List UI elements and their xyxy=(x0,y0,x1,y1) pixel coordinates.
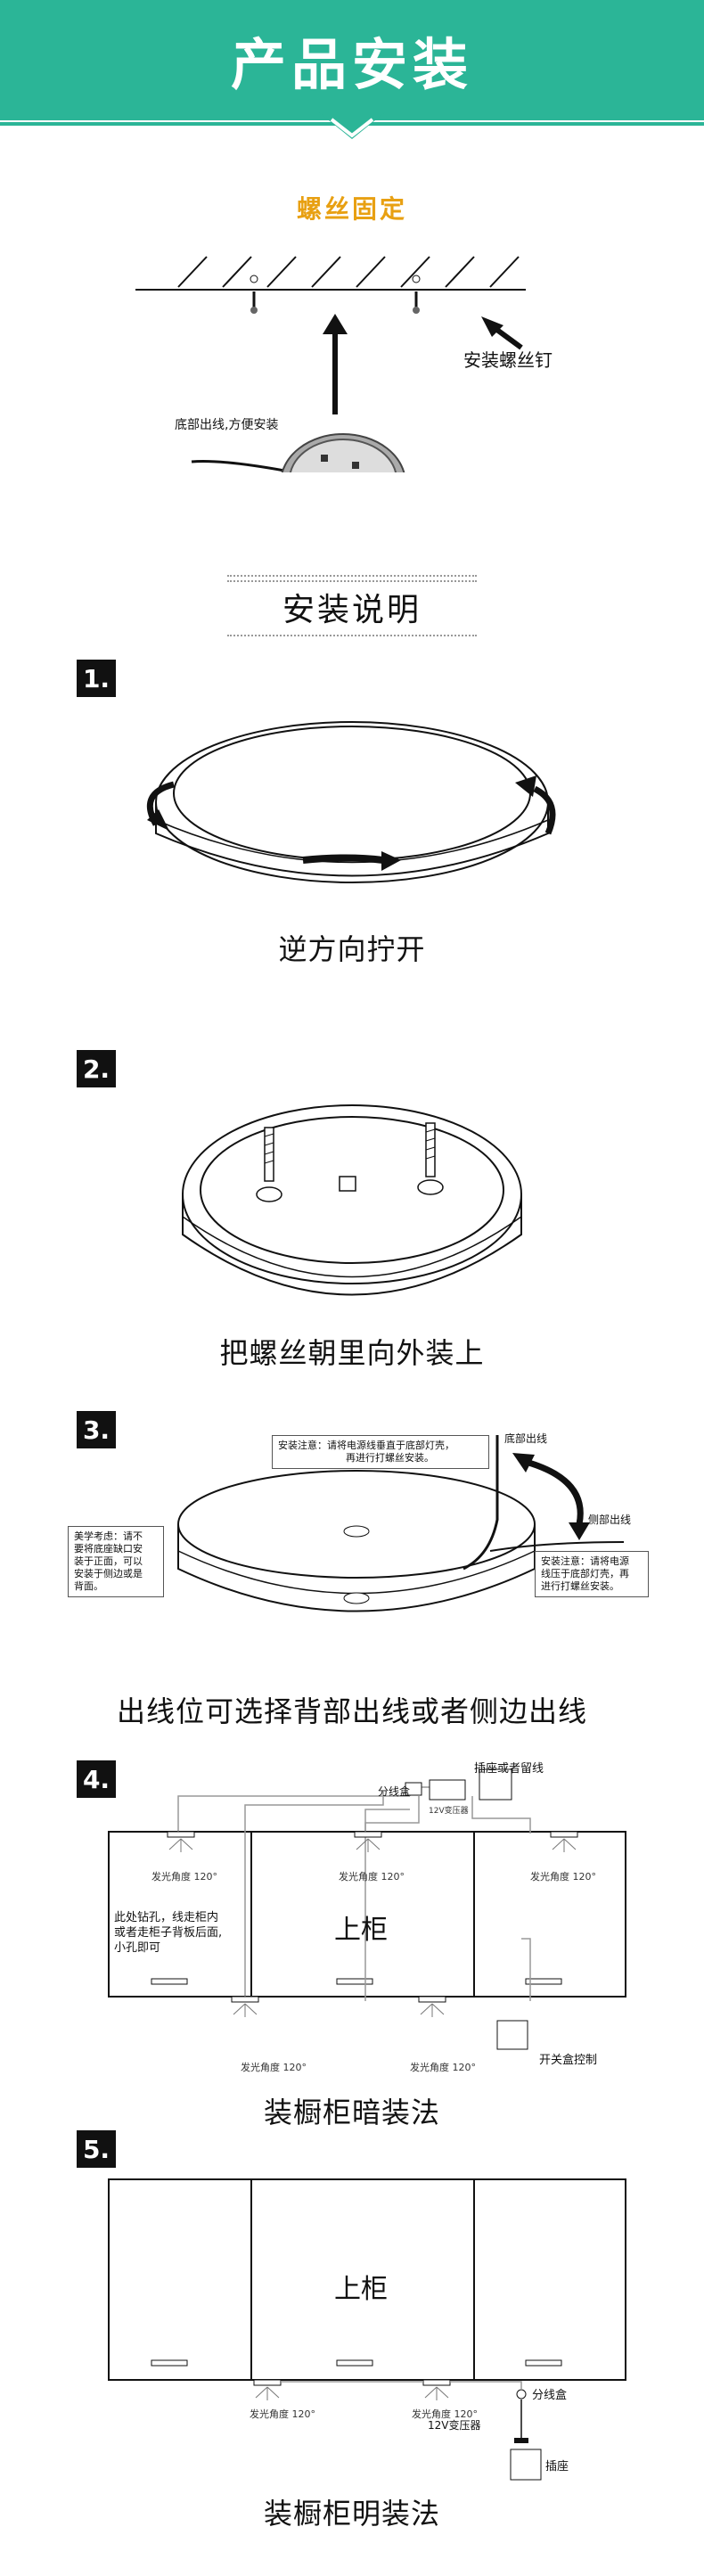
cabinet-label: 上柜 xyxy=(334,1915,388,1946)
screw-icon xyxy=(412,275,421,314)
angle-label: 发光角度 120° xyxy=(410,2062,476,2073)
divider xyxy=(227,575,477,577)
step-number: 3. xyxy=(77,1411,116,1448)
step-caption: 把螺丝朝里向外装上 xyxy=(219,1336,485,1370)
step-number: 5. xyxy=(77,2130,116,2168)
screw-icon xyxy=(250,275,258,314)
bottom-outlet-label: 底部出线,方便安装 xyxy=(175,418,279,432)
transformer-label: 12V变压器 xyxy=(429,1807,469,1816)
angle-label: 发光角度 120° xyxy=(250,2408,315,2420)
transformer-label: 12V变压器 xyxy=(428,2419,481,2432)
step-number: 2. xyxy=(77,1050,116,1087)
install-screw-label: 安装螺丝钉 xyxy=(463,349,553,371)
step4-diagram xyxy=(108,1768,626,2050)
bottom-outlet-label: 底部出线 xyxy=(504,1432,548,1445)
side-outlet-label: 侧部出线 xyxy=(588,1514,632,1526)
angle-label: 发光角度 120° xyxy=(151,1871,217,1883)
aesthetic-note: 美学考虑：请不 要将底座缺口安 装于正面，可以 安装于侧边或是 背面。 xyxy=(68,1526,164,1597)
side-install-note: 安装注意：请将电源 线压于底部灯壳，再 进行打螺丝安装。 xyxy=(535,1551,649,1597)
step-caption: 装橱柜暗装法 xyxy=(263,2096,440,2129)
divider xyxy=(227,635,477,636)
angle-label: 发光角度 120° xyxy=(241,2062,307,2073)
step5-diagram xyxy=(108,2178,626,2481)
socket-label: 插座或者留线 xyxy=(474,1762,544,1776)
step1-diagram xyxy=(146,721,556,883)
install-guide-title: 安装说明 xyxy=(282,592,422,628)
angle-label: 发光角度 120° xyxy=(412,2408,478,2420)
screw-fixing-diagram xyxy=(135,256,526,472)
drill-note: 此处钻孔，线走柜内 或者走柜子背板后面, 小孔即可 xyxy=(114,1911,223,1955)
socket-label: 插座 xyxy=(545,2460,569,2473)
divider xyxy=(227,580,477,582)
step-caption: 出线位可选择背部出线或者侧边出线 xyxy=(116,1694,587,1728)
header-banner xyxy=(0,0,704,120)
page-title: 产品安装 xyxy=(230,32,473,97)
chevron-down-icon xyxy=(319,112,385,139)
screw-fixing-title: 螺丝固定 xyxy=(296,194,407,224)
angle-label: 发光角度 120° xyxy=(339,1871,405,1883)
switch-box-label: 开关盒控制 xyxy=(539,2054,598,2067)
step-caption: 装橱柜明装法 xyxy=(263,2497,440,2531)
step3-diagram xyxy=(177,1435,625,1612)
cabinet-label: 上柜 xyxy=(334,2274,388,2305)
step-number: 1. xyxy=(77,660,116,697)
step2-diagram xyxy=(182,1104,522,1296)
install-note-top: 安装注意：请将电源线垂直于底部灯壳， 再进行打螺丝安装。 xyxy=(272,1435,489,1469)
step-caption: 逆方向拧开 xyxy=(278,932,426,966)
junction-box-label: 分线盒 xyxy=(378,1785,411,1798)
step-number: 4. xyxy=(77,1760,116,1798)
junction-box-label: 分线盒 xyxy=(532,2389,568,2402)
angle-label: 发光角度 120° xyxy=(530,1871,596,1883)
